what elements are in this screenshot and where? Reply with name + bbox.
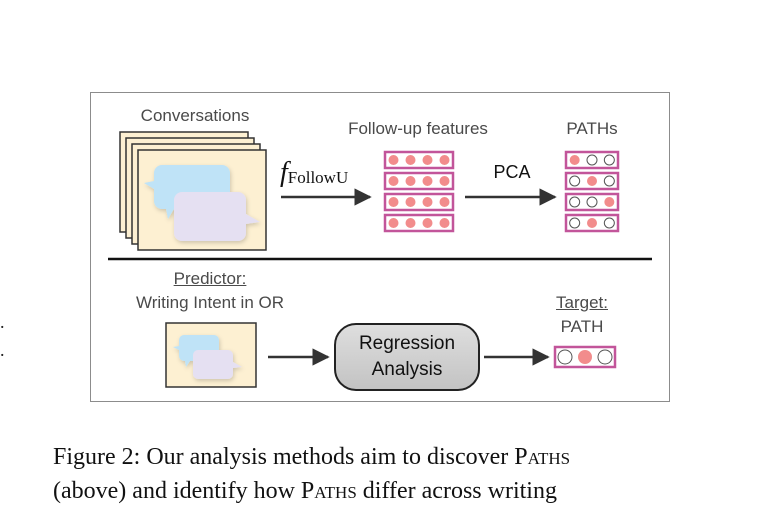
target-dot-empty: [597, 349, 613, 365]
conversations-label: Conversations: [140, 106, 250, 125]
target-dot-filled: [578, 350, 592, 364]
feature-row: [383, 150, 455, 170]
feature-dot-filled: [422, 197, 433, 207]
target-dot-empty: [557, 349, 573, 365]
function-subscript: FollowU: [287, 168, 349, 187]
diagram-graphics: [108, 131, 652, 388]
feature-dot-filled: [388, 155, 399, 165]
regression-line1: Regression: [358, 333, 456, 354]
feature-dot-filled: [422, 155, 433, 165]
predictor-desc: Writing Intent in OR: [135, 293, 285, 312]
path-dot-filled: [604, 197, 615, 207]
caption-line2-text-a: (above) and identify how: [53, 478, 295, 504]
caption-line2-paths: Paths: [300, 478, 357, 504]
figure-caption: Figure 2: Our analysis methods aim to di…: [53, 440, 753, 508]
target-path-grid: [553, 345, 617, 369]
target-desc: PATH: [560, 317, 604, 336]
paths-grid: [564, 150, 620, 233]
feature-dot-filled: [422, 218, 433, 228]
path-dot-empty: [569, 175, 581, 187]
conversations-stack: [119, 131, 267, 251]
feature-dot-filled: [388, 176, 399, 186]
edge-mark-1: .: [0, 312, 5, 332]
predictor-bubble-lavender: [193, 350, 242, 379]
caption-line-2: (above) and identify how Paths differ ac…: [53, 474, 753, 508]
caption-line1-text: Our analysis methods aim to discover: [146, 444, 509, 470]
target-label: Target:: [556, 293, 608, 312]
feature-dot-filled: [422, 176, 433, 186]
feature-dot-filled: [405, 218, 416, 228]
paths-label: PATHs: [566, 119, 618, 138]
edge-mark-2: .: [0, 340, 5, 360]
path-dot-empty: [569, 217, 581, 229]
caption-figure-num: Figure 2:: [53, 444, 141, 470]
feature-dot-filled: [405, 197, 416, 207]
feature-dot-filled: [405, 155, 416, 165]
path-dot-empty: [586, 196, 598, 208]
feature-dot-filled: [439, 218, 450, 228]
feature-row: [383, 213, 455, 233]
caption-line-1: Figure 2: Our analysis methods aim to di…: [53, 440, 753, 474]
feature-dot-filled: [388, 218, 399, 228]
followu-function-label: fFollowU: [280, 157, 348, 189]
caption-line1-paths: Paths: [514, 444, 571, 470]
path-dot-empty: [603, 217, 615, 229]
feature-dot-filled: [405, 176, 416, 186]
feature-row: [383, 171, 455, 191]
feature-dot-filled: [439, 176, 450, 186]
path-dot-empty: [603, 175, 615, 187]
path-dot-filled: [569, 155, 580, 165]
followup-features-label: Follow-up features: [348, 119, 488, 138]
regression-line2: Analysis: [371, 359, 443, 380]
feature-row: [383, 192, 455, 212]
path-dot-empty: [586, 154, 598, 166]
feature-dot-filled: [388, 197, 399, 207]
predictor-label: Predictor:: [173, 269, 247, 288]
path-dot-filled: [587, 176, 597, 186]
caption-line2-text-b: differ across writing: [362, 478, 557, 504]
regression-analysis-box: Regression Analysis: [334, 323, 480, 391]
path-dot-empty: [603, 154, 615, 166]
feature-dot-filled: [439, 155, 450, 165]
followup-features-grid: [383, 150, 455, 233]
pca-label: PCA: [493, 162, 531, 182]
path-dot-empty: [569, 196, 581, 208]
function-symbol: f: [280, 157, 288, 188]
feature-dot-filled: [439, 197, 450, 207]
path-dot-filled: [587, 218, 597, 228]
predictor-conversation: [165, 322, 257, 388]
speech-bubble-lavender: [174, 192, 260, 241]
